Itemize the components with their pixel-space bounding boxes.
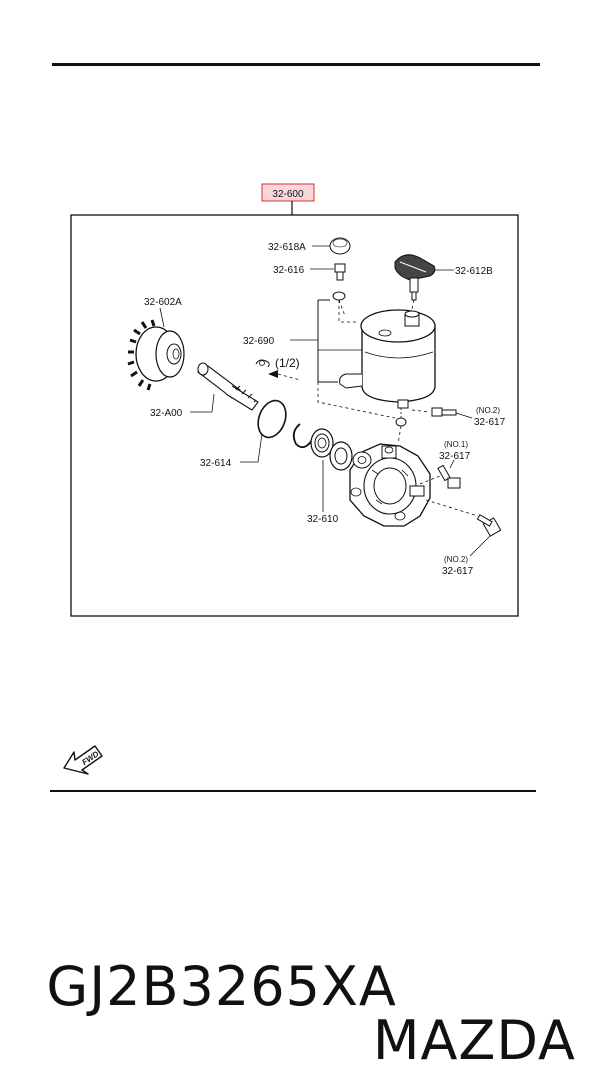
manufacturer-name: MAZDA <box>372 1009 576 1072</box>
label-32-610: 32-610 <box>307 514 339 525</box>
label-32-617-no2-bottom: 32-617 <box>442 566 474 577</box>
gear-602a <box>127 319 185 391</box>
parts-diagram: 32-600 32-618A 32-616 32-612B <box>63 183 519 775</box>
assembly-label: 32-600 <box>272 189 304 200</box>
pump-body <box>349 443 431 527</box>
label-32-617-no2-top: 32-617 <box>474 417 506 428</box>
diagram-frame <box>70 214 519 617</box>
reservoir-690 <box>339 309 436 409</box>
half-scale-icon <box>255 359 270 368</box>
fwd-arrow-icon: FWD <box>63 745 103 775</box>
bottom-rule <box>50 790 536 792</box>
half-scale-label: (1/2) <box>275 356 300 370</box>
footer-caption: GJ2B3265XA MAZDA <box>10 906 590 1068</box>
label-no1-note: (NO.1) <box>444 440 468 449</box>
shaft-a00 <box>197 362 259 411</box>
top-rule <box>52 63 540 66</box>
label-32-618a: 32-618A <box>268 242 306 253</box>
cap-618a <box>329 237 351 255</box>
label-32-a00: 32-A00 <box>150 408 183 419</box>
label-no2-bottom-note: (NO.2) <box>444 555 468 564</box>
label-32-614: 32-614 <box>200 458 232 469</box>
washer-icon <box>332 291 346 301</box>
part-number: GJ2B3265XA <box>46 955 397 1018</box>
o-ring-614-icon <box>257 399 287 439</box>
label-32-617-no1: 32-617 <box>439 451 471 462</box>
bolt-617-no2-top <box>431 407 457 417</box>
bolt-616 <box>334 263 346 281</box>
label-32-616: 32-616 <box>273 265 305 276</box>
label-no2-top-note: (NO.2) <box>476 406 500 415</box>
o-ring-small-icon <box>395 417 407 427</box>
label-32-612b: 32-612B <box>455 266 493 277</box>
snap-ring-icon <box>292 423 313 449</box>
bolt-617-no1 <box>437 464 461 489</box>
bolt-617-no2-bottom <box>476 514 502 537</box>
label-32-602a: 32-602A <box>144 297 182 308</box>
label-32-690: 32-690 <box>243 336 275 347</box>
assembly-label-box[interactable]: 32-600 <box>261 183 315 202</box>
bearing-610 <box>310 428 353 471</box>
reservoir-cap-612b <box>394 254 436 301</box>
